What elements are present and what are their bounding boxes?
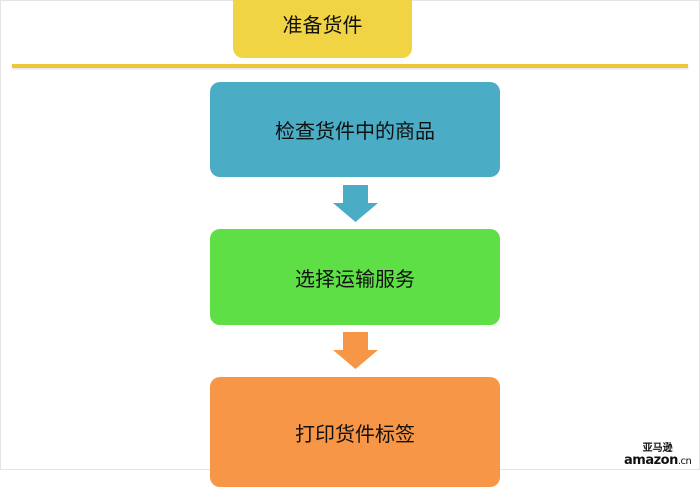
watermark-en: amazon.cn	[624, 453, 692, 468]
step-label: 选择运输服务	[295, 266, 415, 291]
step-label: 打印货件标签	[295, 421, 415, 446]
divider-line	[12, 64, 688, 68]
watermark-cn: 亚马逊	[642, 443, 673, 454]
watermark-suffix: .cn	[677, 456, 692, 467]
arrow-down-icon	[333, 185, 378, 222]
step-select-shipping-service: 选择运输服务	[210, 229, 500, 325]
step-check-items: 检查货件中的商品	[210, 82, 500, 177]
step-label: 检查货件中的商品	[275, 119, 435, 143]
amazon-watermark: 亚马逊 amazon.cn	[624, 443, 692, 468]
step-label: 准备货件	[282, 12, 363, 37]
step-prepare-shipment: 准备货件	[233, 0, 412, 58]
step-print-labels: 打印货件标签	[210, 377, 500, 487]
watermark-brand: amazon	[624, 453, 678, 468]
arrow-down-icon	[333, 332, 378, 369]
